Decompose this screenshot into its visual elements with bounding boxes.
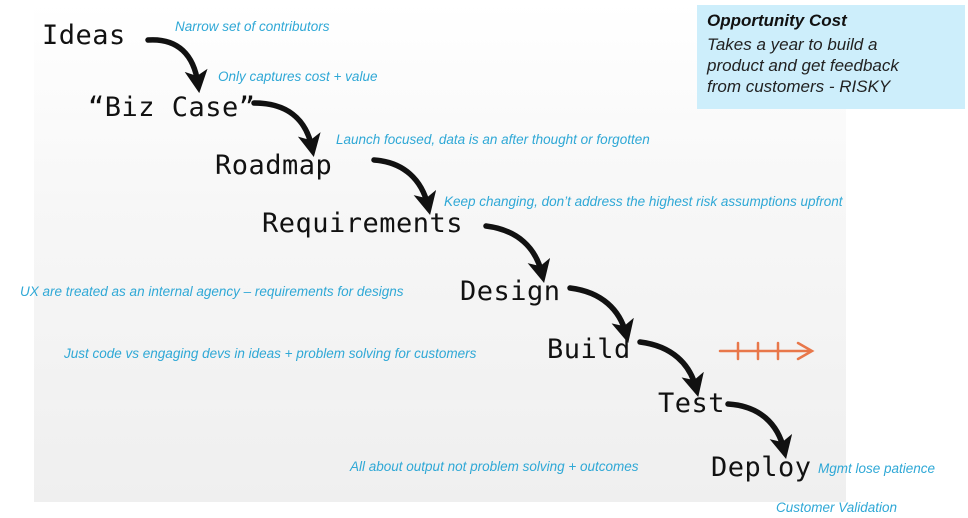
stage-biz-case: “Biz Case”: [88, 92, 256, 123]
callout-line: from customers - RISKY: [707, 77, 891, 96]
opportunity-cost-callout: Opportunity Cost Takes a year to build a…: [697, 5, 965, 109]
note-validation: Customer Validation: [776, 500, 898, 515]
curved-down-arrow-icon: [251, 100, 321, 158]
curved-down-arrow-icon: [371, 157, 437, 216]
curved-down-arrow-icon: [567, 285, 634, 343]
curved-down-arrow-icon: [145, 37, 208, 94]
curved-down-arrow-icon: [725, 401, 793, 460]
note-requirements: Keep changing, don’t address the highest…: [444, 194, 843, 209]
callout-line: Takes a year to build a: [707, 35, 878, 54]
note-ideas: Narrow set of contributors: [175, 19, 330, 34]
note-biz-case: Only captures cost + value: [218, 69, 378, 84]
note-deploy: All about output not problem solving + o…: [350, 459, 639, 474]
stage-ideas: Ideas: [42, 20, 126, 51]
hatched-right-arrow-icon: [718, 341, 815, 361]
curved-down-arrow-icon: [483, 223, 551, 284]
callout-body: Takes a year to build a product and get …: [707, 34, 955, 97]
callout-line: product and get feedback: [707, 56, 899, 75]
curved-down-arrow-icon: [637, 339, 704, 397]
note-design: UX are treated as an internal agency – r…: [20, 284, 404, 299]
note-build: Just code vs engaging devs in ideas + pr…: [64, 346, 477, 361]
callout-title: Opportunity Cost: [707, 11, 847, 30]
stage-deploy: Deploy: [711, 452, 812, 483]
note-patience: Mgmt lose patience: [818, 461, 936, 476]
note-roadmap: Launch focused, data is an after thought…: [336, 132, 650, 147]
